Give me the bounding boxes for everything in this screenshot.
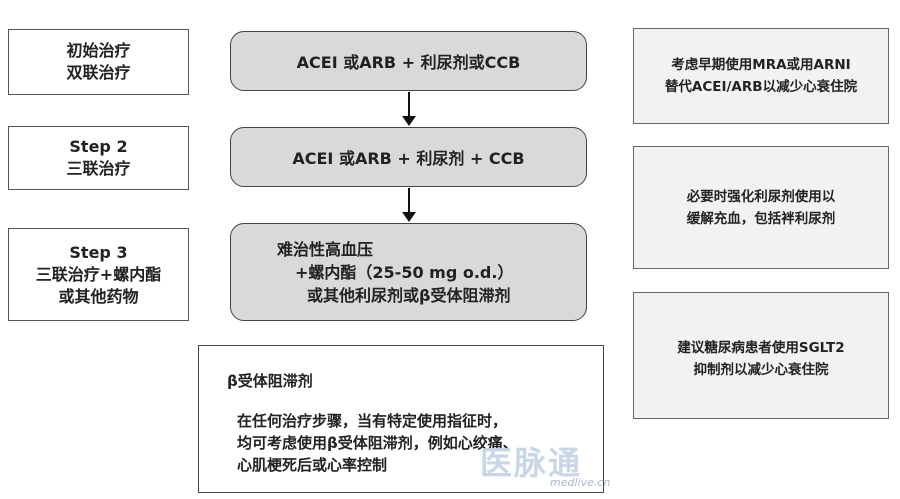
- note-sglt2-line-1: 建议糖尿病患者使用SGLT2: [677, 340, 845, 356]
- beta-blocker-title: β受体阻滞剂: [227, 372, 313, 390]
- flow-resistant-line-3: 或其他利尿剂或β受体阻滞剂: [307, 285, 511, 305]
- step-initial-box: 初始治疗 双联治疗: [8, 29, 189, 95]
- step-3-line-3: 或其他药物: [58, 286, 139, 306]
- note-diuretic-box: 必要时强化利尿剂使用以 缓解充血，包括袢利尿剂: [633, 146, 889, 269]
- note-sglt2-box: 建议糖尿病患者使用SGLT2 抑制剂以减少心衰住院: [633, 292, 889, 419]
- flow-dual-therapy-box: ACEI 或ARB + 利尿剂或CCB: [230, 31, 587, 91]
- flow-dual-therapy-text: ACEI 或ARB + 利尿剂或CCB: [296, 53, 521, 72]
- step-3-line-2: 三联治疗+螺内酯: [35, 264, 162, 284]
- step-2-line-1: Step 2: [69, 137, 128, 156]
- note-mra-arni-line-1: 考虑早期使用MRA或用ARNI: [671, 57, 851, 73]
- note-sglt2-line-2: 抑制剂以减少心衰住院: [693, 362, 829, 378]
- flow-triple-therapy-text: ACEI 或ARB + 利尿剂 + CCB: [292, 149, 525, 168]
- flow-resistant-line-1: 难治性高血压: [277, 239, 374, 259]
- beta-blocker-box: β受体阻滞剂 在任何治疗步骤，当有特定使用指征时， 均可考虑使用β受体阻滞剂，例…: [198, 345, 604, 493]
- note-diuretic-line-1: 必要时强化利尿剂使用以: [686, 188, 836, 205]
- beta-blocker-line-2: 均可考虑使用β受体阻滞剂，例如心绞痛、: [237, 434, 518, 452]
- step-3-box: Step 3 三联治疗+螺内酯 或其他药物: [8, 228, 189, 321]
- beta-blocker-line-1: 在任何治疗步骤，当有特定使用指征时，: [237, 412, 508, 430]
- step-2-line-2: 三联治疗: [66, 159, 131, 178]
- beta-blocker-body: 在任何治疗步骤，当有特定使用指征时， 均可考虑使用β受体阻滞剂，例如心绞痛、 心…: [237, 410, 518, 476]
- flow-resistant-box: 难治性高血压 +螺内酯（25-50 mg o.d.） 或其他利尿剂或β受体阻滞剂: [230, 223, 587, 321]
- step-3-line-1: Step 3: [69, 242, 128, 262]
- flow-triple-therapy-box: ACEI 或ARB + 利尿剂 + CCB: [230, 127, 587, 187]
- step-initial-line-2: 双联治疗: [66, 63, 131, 82]
- step-2-box: Step 2 三联治疗: [8, 126, 189, 190]
- flow-resistant-line-2: +螺内酯（25-50 mg o.d.）: [295, 262, 514, 282]
- note-mra-arni-line-2: 替代ACEI/ARB以减少心衰住院: [664, 79, 858, 95]
- flow-arrow-1: [402, 92, 416, 126]
- note-diuretic-line-2: 缓解充血，包括袢利尿剂: [686, 210, 836, 227]
- beta-blocker-line-3: 心肌梗死后或心率控制: [237, 456, 388, 474]
- flow-arrow-2: [402, 188, 416, 222]
- note-mra-arni-box: 考虑早期使用MRA或用ARNI 替代ACEI/ARB以减少心衰住院: [633, 28, 889, 124]
- step-initial-line-1: 初始治疗: [66, 41, 131, 60]
